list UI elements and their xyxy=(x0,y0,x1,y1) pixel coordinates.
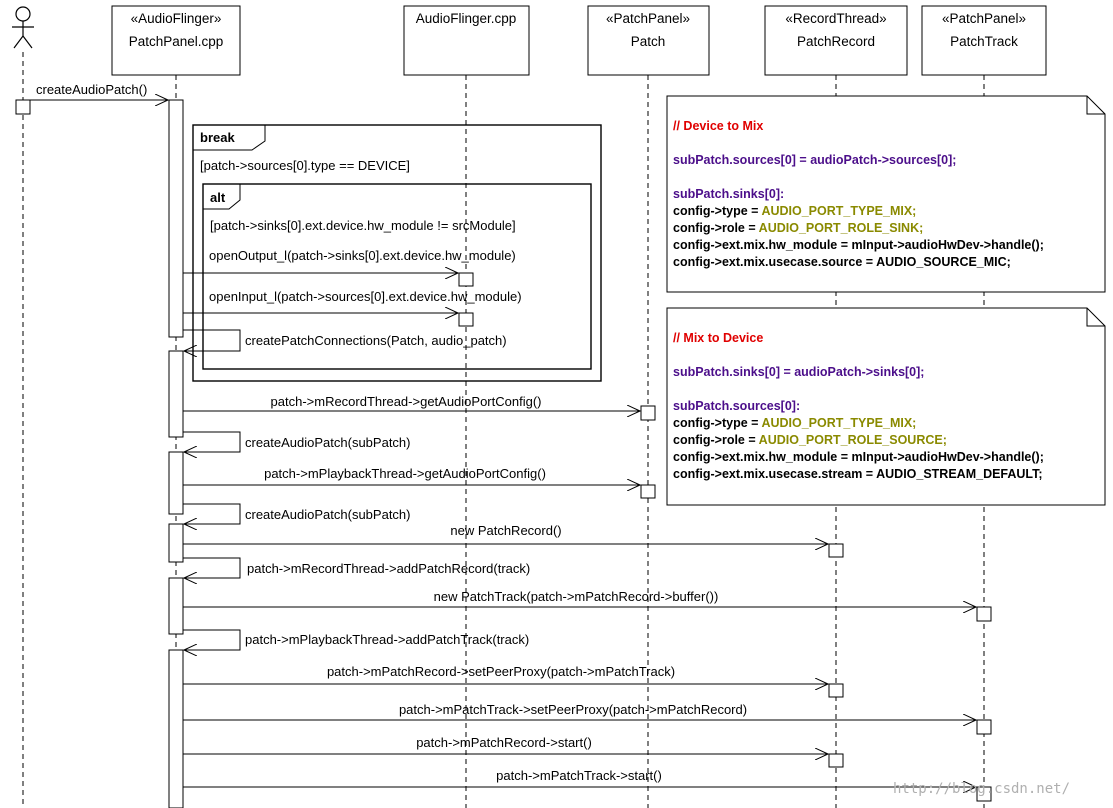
watermark: http://blog.csdn.net/ xyxy=(893,781,1070,797)
activation-patchtrack xyxy=(976,606,992,622)
actor-user xyxy=(12,6,34,49)
activation-audioflinger xyxy=(458,272,474,287)
participant-stereotype: «PatchPanel» xyxy=(606,11,690,26)
participant-stereotype: «PatchPanel» xyxy=(942,11,1026,26)
note-line: config->role = AUDIO_PORT_ROLE_SINK; xyxy=(673,221,923,235)
actor-head xyxy=(15,6,31,22)
activation-patch xyxy=(640,405,656,421)
message-label: patch->mPlaybackThread->addPatchTrack(tr… xyxy=(245,632,529,647)
fragment-operator: alt xyxy=(210,190,226,205)
message-label: patch->mPatchTrack->start() xyxy=(496,768,662,783)
activation-patchpanel xyxy=(168,523,184,563)
participant-name: Patch xyxy=(631,34,666,49)
note-line: config->ext.mix.usecase.source = AUDIO_S… xyxy=(673,255,1011,269)
note-line-segment: config->ext.mix.usecase.source = AUDIO_S… xyxy=(673,255,1011,269)
fragment-guard: [patch->sources[0].type == DEVICE] xyxy=(200,158,410,173)
note-line-segment: config->ext.mix.hw_module = mInput->audi… xyxy=(673,238,1044,252)
participant-name: PatchPanel.cpp xyxy=(129,34,224,49)
message-arrow xyxy=(183,557,241,578)
participant-patch: «PatchPanel» Patch xyxy=(587,5,710,76)
note-line-segment: config->type = xyxy=(673,204,761,218)
message-label: new PatchRecord() xyxy=(450,523,561,538)
message-arrow xyxy=(183,431,241,452)
note-line: config->type = AUDIO_PORT_TYPE_MIX; xyxy=(673,204,916,218)
message-label: patch->mPatchRecord->setPeerProxy(patch-… xyxy=(327,664,675,679)
participant-patchtrack: «PatchPanel» PatchTrack xyxy=(921,5,1047,76)
activation-patchpanel xyxy=(168,350,184,438)
note-line-segment: subPatch.sources[0] = audioPatch->source… xyxy=(673,153,956,167)
note-line-segment: AUDIO_PORT_TYPE_MIX; xyxy=(761,416,916,430)
message-arrow xyxy=(183,503,241,524)
message-label: createAudioPatch(subPatch) xyxy=(245,507,410,522)
note-line-segment: config->ext.mix.hw_module = mInput->audi… xyxy=(673,450,1044,464)
activation-patchpanel xyxy=(168,451,184,515)
participant-name: PatchRecord xyxy=(797,34,875,49)
note-line-segment: subPatch.sinks[0] = audioPatch->sinks[0]… xyxy=(673,365,924,379)
note-line-segment: config->role = xyxy=(673,221,759,235)
activation-patchtrack xyxy=(976,786,992,802)
note-line: subPatch.sources[0] = audioPatch->source… xyxy=(673,153,956,167)
activation-patchrecord xyxy=(828,683,844,698)
participant-patchrecord: «RecordThread» PatchRecord xyxy=(764,5,908,76)
note-line: config->ext.mix.hw_module = mInput->audi… xyxy=(673,450,1044,464)
message-label: new PatchTrack(patch->mPatchRecord->buff… xyxy=(434,589,719,604)
note-line: subPatch.sinks[0]: xyxy=(673,187,784,201)
note-line: config->role = AUDIO_PORT_ROLE_SOURCE; xyxy=(673,433,947,447)
note-heading: // Device to Mix xyxy=(673,119,763,133)
note-line: config->type = AUDIO_PORT_TYPE_MIX; xyxy=(673,416,916,430)
activation-patchpanel xyxy=(168,99,184,338)
note-mix-to-device: // Mix to Device subPatch.sinks[0] = aud… xyxy=(666,307,1106,506)
message-label: patch->mPlaybackThread->getAudioPortConf… xyxy=(264,466,546,481)
participant-name: AudioFlinger.cpp xyxy=(416,11,517,26)
note-line-segment: subPatch.sinks[0]: xyxy=(673,187,784,201)
participant-audioflinger-cpp: AudioFlinger.cpp xyxy=(403,5,530,76)
note-device-to-mix: // Device to Mix subPatch.sources[0] = a… xyxy=(666,95,1106,293)
fragment-alt: alt [patch->sinks[0].ext.device.hw_modul… xyxy=(202,183,592,370)
note-heading: // Mix to Device xyxy=(673,331,763,345)
fragment-guard: [patch->sinks[0].ext.device.hw_module !=… xyxy=(210,218,516,233)
message-label: openInput_l(patch->sources[0].ext.device… xyxy=(209,289,522,304)
note-line: config->ext.mix.usecase.stream = AUDIO_S… xyxy=(673,467,1043,481)
fragment-break: break [patch->sources[0].type == DEVICE] xyxy=(192,124,602,382)
note-line-segment: AUDIO_PORT_ROLE_SOURCE; xyxy=(759,433,947,447)
note-line-segment: subPatch.sources[0]: xyxy=(673,399,800,413)
message-label: openOutput_l(patch->sinks[0].ext.device.… xyxy=(209,248,516,263)
message-label: createAudioPatch(subPatch) xyxy=(245,435,410,450)
activation-patchpanel xyxy=(168,649,184,808)
message-arrow xyxy=(183,329,241,351)
activation-patchrecord xyxy=(828,753,844,768)
note-line: subPatch.sources[0]: xyxy=(673,399,800,413)
note-line-segment: config->ext.mix.usecase.stream = AUDIO_S… xyxy=(673,467,1043,481)
note-line-segment: config->type = xyxy=(673,416,761,430)
note-line-segment: AUDIO_PORT_TYPE_MIX; xyxy=(761,204,916,218)
activation-audioflinger xyxy=(458,312,474,327)
message-label: patch->mRecordThread->getAudioPortConfig… xyxy=(271,394,542,409)
note-line: subPatch.sinks[0] = audioPatch->sinks[0]… xyxy=(673,365,924,379)
activation-user xyxy=(15,99,31,115)
activation-patchrecord xyxy=(828,543,844,558)
fragment-operator: break xyxy=(200,130,235,145)
message-label: createPatchConnections(Patch, audio_patc… xyxy=(245,333,507,348)
participant-stereotype: «AudioFlinger» xyxy=(131,11,222,26)
note-line-segment: AUDIO_PORT_ROLE_SINK; xyxy=(759,221,924,235)
note-line-segment: config->role = xyxy=(673,433,759,447)
activation-patchpanel xyxy=(168,577,184,635)
message-label: createAudioPatch() xyxy=(36,82,147,97)
participant-patchpanel-cpp: «AudioFlinger» PatchPanel.cpp xyxy=(111,5,241,76)
participant-stereotype: «RecordThread» xyxy=(785,11,886,26)
message-label: patch->mRecordThread->addPatchRecord(tra… xyxy=(247,561,530,576)
participant-name: PatchTrack xyxy=(950,34,1018,49)
message-arrow xyxy=(183,629,241,650)
note-line: config->ext.mix.hw_module = mInput->audi… xyxy=(673,238,1044,252)
activation-patch xyxy=(640,484,656,499)
message-label: patch->mPatchTrack->setPeerProxy(patch->… xyxy=(399,702,747,717)
activation-patchtrack xyxy=(976,719,992,735)
message-label: patch->mPatchRecord->start() xyxy=(416,735,592,750)
